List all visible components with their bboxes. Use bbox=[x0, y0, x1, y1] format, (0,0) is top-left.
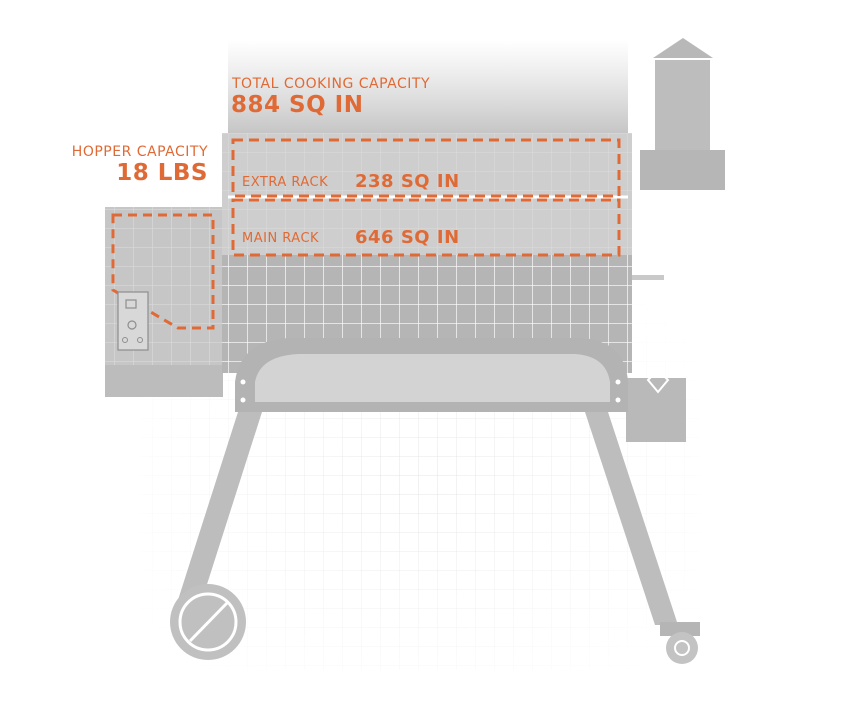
caster bbox=[660, 622, 700, 664]
controller-panel bbox=[117, 291, 149, 351]
main-rack-value: 646 SQ IN bbox=[355, 227, 460, 248]
main-rack-label: MAIN RACK bbox=[242, 231, 320, 246]
grease-bucket bbox=[626, 275, 686, 442]
total-capacity-value: 884 SQ IN bbox=[231, 92, 364, 118]
grill-lid bbox=[228, 40, 628, 135]
total-capacity-label: TOTAL COOKING CAPACITY bbox=[232, 76, 430, 92]
wheel bbox=[170, 584, 246, 660]
hopper-outline bbox=[111, 213, 215, 330]
hopper-capacity-value: 18 LBS bbox=[116, 160, 208, 186]
extra-rack-label: EXTRA RACK bbox=[242, 175, 329, 190]
extra-rack-outline bbox=[231, 138, 621, 198]
chimney bbox=[640, 38, 725, 190]
hopper-capacity-label: HOPPER CAPACITY bbox=[71, 144, 208, 160]
leg-frame bbox=[178, 338, 678, 625]
grill-barrel bbox=[222, 133, 632, 373]
extra-rack-value: 238 SQ IN bbox=[355, 171, 460, 192]
main-rack-outline bbox=[231, 198, 621, 257]
